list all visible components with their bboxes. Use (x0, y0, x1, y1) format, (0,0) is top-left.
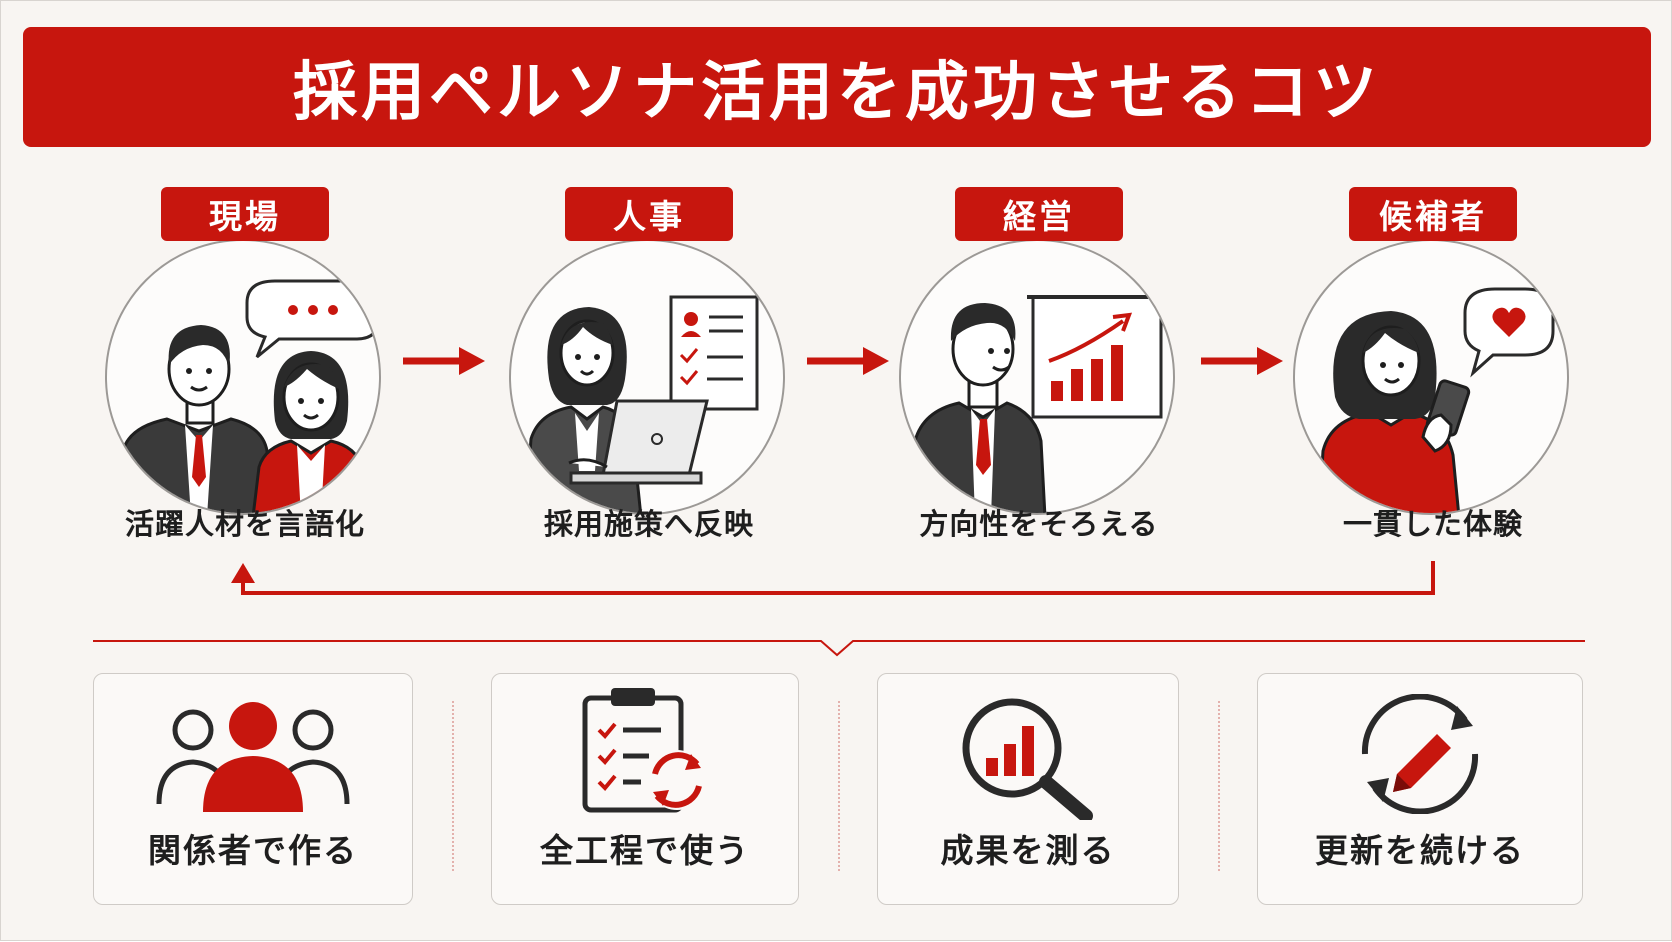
stage-caption: 方向性をそろえる (919, 507, 1159, 541)
tip-label: 全工程で使う (540, 831, 750, 870)
stage-tag: 経営 (955, 187, 1123, 241)
tip-label: 関係者で作る (148, 831, 358, 870)
stage-tag: 候補者 (1349, 187, 1517, 241)
tip-card-stakeholders: 関係者で作る (93, 673, 413, 905)
team-icon (156, 702, 350, 812)
stage-caption: 採用施策へ反映 (543, 507, 754, 541)
magnifier-chart-icon (962, 698, 1093, 820)
executive-growth-chart-illustration (899, 239, 1175, 515)
flow-arrow-2 (807, 347, 889, 375)
stage-caption: 活躍人材を言語化 (124, 507, 365, 541)
dotted-separator (452, 701, 454, 871)
tip-card-update: 更新を続ける (1257, 673, 1583, 905)
title-banner: 採用ペルソナ活用を成功させるコツ (23, 27, 1651, 147)
dotted-separator (838, 701, 840, 871)
stage-caption: 一貫した体験 (1342, 507, 1523, 541)
dotted-separator (1218, 701, 1220, 871)
stage-tag: 人事 (565, 187, 733, 241)
clipboard-cycle-icon (582, 688, 707, 813)
employees-talking-illustration (105, 239, 381, 515)
tip-label: 成果を測る (940, 831, 1116, 870)
stage-tag: 現場 (161, 187, 329, 241)
candidate-smartphone-illustration (1293, 239, 1569, 515)
refresh-pencil-icon (1361, 694, 1479, 814)
flow-arrow-1 (403, 347, 485, 375)
tip-card-all-processes: 全工程で使う (491, 673, 799, 905)
hr-laptop-illustration (509, 239, 785, 515)
page-title: 採用ペルソナ活用を成功させるコツ (293, 55, 1381, 130)
flow-arrow-3 (1201, 347, 1283, 375)
tip-card-measure: 成果を測る (877, 673, 1179, 905)
tip-label: 更新を続ける (1315, 831, 1525, 870)
